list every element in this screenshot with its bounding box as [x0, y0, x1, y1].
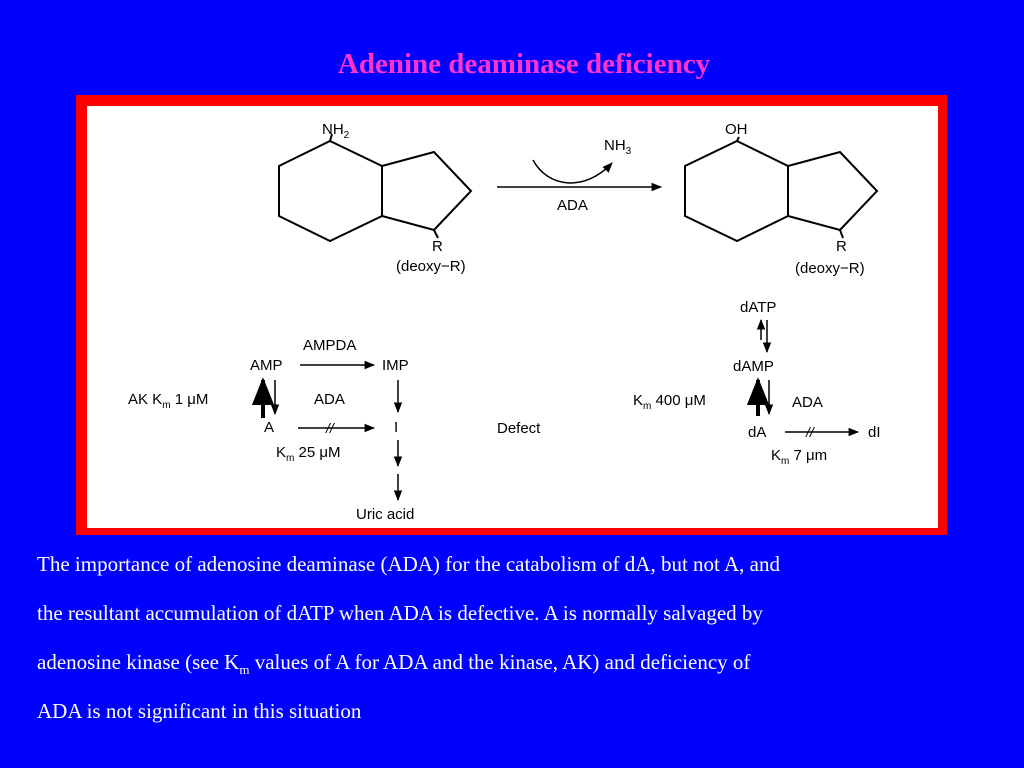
- ak-km-label: AK Km 1 μM: [128, 391, 208, 411]
- pathway-diagram: NH2 R (deoxy−R) NH3 ADA OH R (deoxy−R) A…: [128, 121, 881, 523]
- product-hexagon: [684, 139, 789, 243]
- substrate-structure: [278, 133, 473, 243]
- blocked-mark-left: //: [325, 420, 336, 436]
- caption-line-1: The importance of adenosine deaminase (A…: [37, 552, 780, 576]
- product-structure: [684, 136, 879, 243]
- datp-label: dATP: [740, 299, 776, 316]
- km-7-label: Km 7 μm: [771, 447, 827, 467]
- substrate-r-bond: [433, 229, 439, 239]
- ada-label-right: ADA: [792, 394, 823, 411]
- substrate-pentagon: [381, 150, 473, 232]
- amp-label: AMP: [250, 357, 283, 374]
- ada-km-left-label: Km 25 μM: [276, 444, 341, 464]
- substrate-sugar-label: (deoxy−R): [396, 258, 466, 275]
- caption-text: The importance of adenosine deaminase (A…: [37, 540, 997, 736]
- adenosine-label: A: [264, 419, 274, 436]
- substrate-group-label: NH2: [322, 121, 350, 141]
- caption-line-2: the resultant accumulation of dATP when …: [37, 601, 763, 625]
- product-hydroxyl-bond: [736, 136, 740, 142]
- product-pentagon: [787, 150, 879, 232]
- product-r-bond: [839, 229, 844, 239]
- slide-title: Adenine deaminase deficiency: [337, 48, 711, 80]
- ampda-label: AMPDA: [303, 337, 356, 354]
- deoxyinosine-label: dI: [868, 424, 881, 441]
- deoxyadenosine-label: dA: [748, 424, 766, 441]
- product-group-label: OH: [725, 121, 748, 138]
- ammonia-release-curve: [532, 159, 613, 184]
- substrate-hexagon: [278, 139, 383, 243]
- figure-panel: NH2 R (deoxy−R) NH3 ADA OH R (deoxy−R) A…: [87, 106, 938, 528]
- km-400-label: Km 400 μM: [633, 392, 706, 412]
- substrate-r-label: R: [432, 238, 443, 255]
- caption-line-4: ADA is not significant in this situation: [37, 699, 362, 723]
- ada-label-left: ADA: [314, 391, 345, 408]
- inosine-label: I: [394, 419, 398, 436]
- substrate-amino-bond: [329, 133, 333, 142]
- product-sugar-label: (deoxy−R): [795, 260, 865, 277]
- defect-label: Defect: [497, 420, 541, 437]
- caption-line-3: adenosine kinase (see Km values of A for…: [37, 650, 751, 678]
- uric-acid-label: Uric acid: [356, 506, 414, 523]
- ada-enzyme-label-top: ADA: [557, 197, 588, 214]
- product-r-label: R: [836, 238, 847, 255]
- blocked-mark-right: //: [805, 424, 816, 440]
- imp-label: IMP: [382, 357, 409, 374]
- ammonia-label: NH3: [604, 137, 632, 157]
- damp-label: dAMP: [733, 358, 774, 375]
